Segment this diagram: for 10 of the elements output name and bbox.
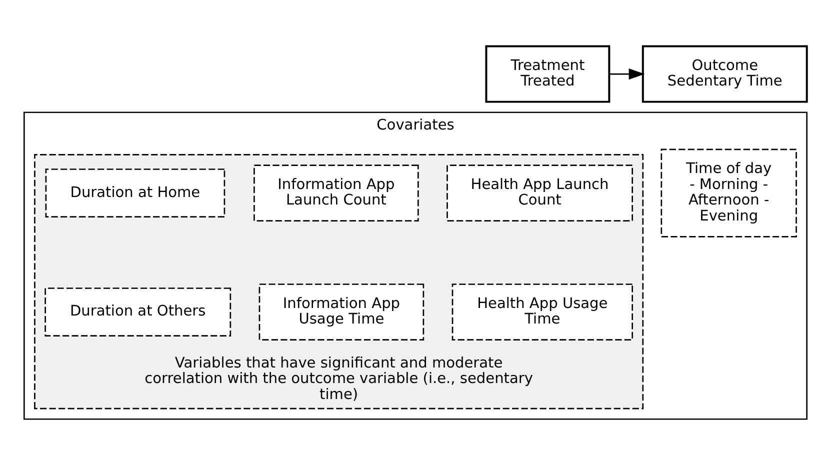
node-box: Time of day - Morning - Afternoon - Evening — [660, 148, 797, 238]
node-box: Duration at Others — [44, 288, 232, 336]
node-box: Duration at Home — [45, 168, 226, 218]
node-box: Treatment Treated — [485, 45, 610, 103]
node-box: Health App Launch Count — [446, 164, 633, 222]
node-box: Information App Launch Count — [254, 164, 419, 222]
node-box: Outcome Sedentary Time — [642, 45, 808, 103]
arrow — [609, 68, 645, 80]
node-box: Health App Usage Time — [452, 284, 633, 340]
node-box: Information App Usage Time — [258, 284, 424, 340]
